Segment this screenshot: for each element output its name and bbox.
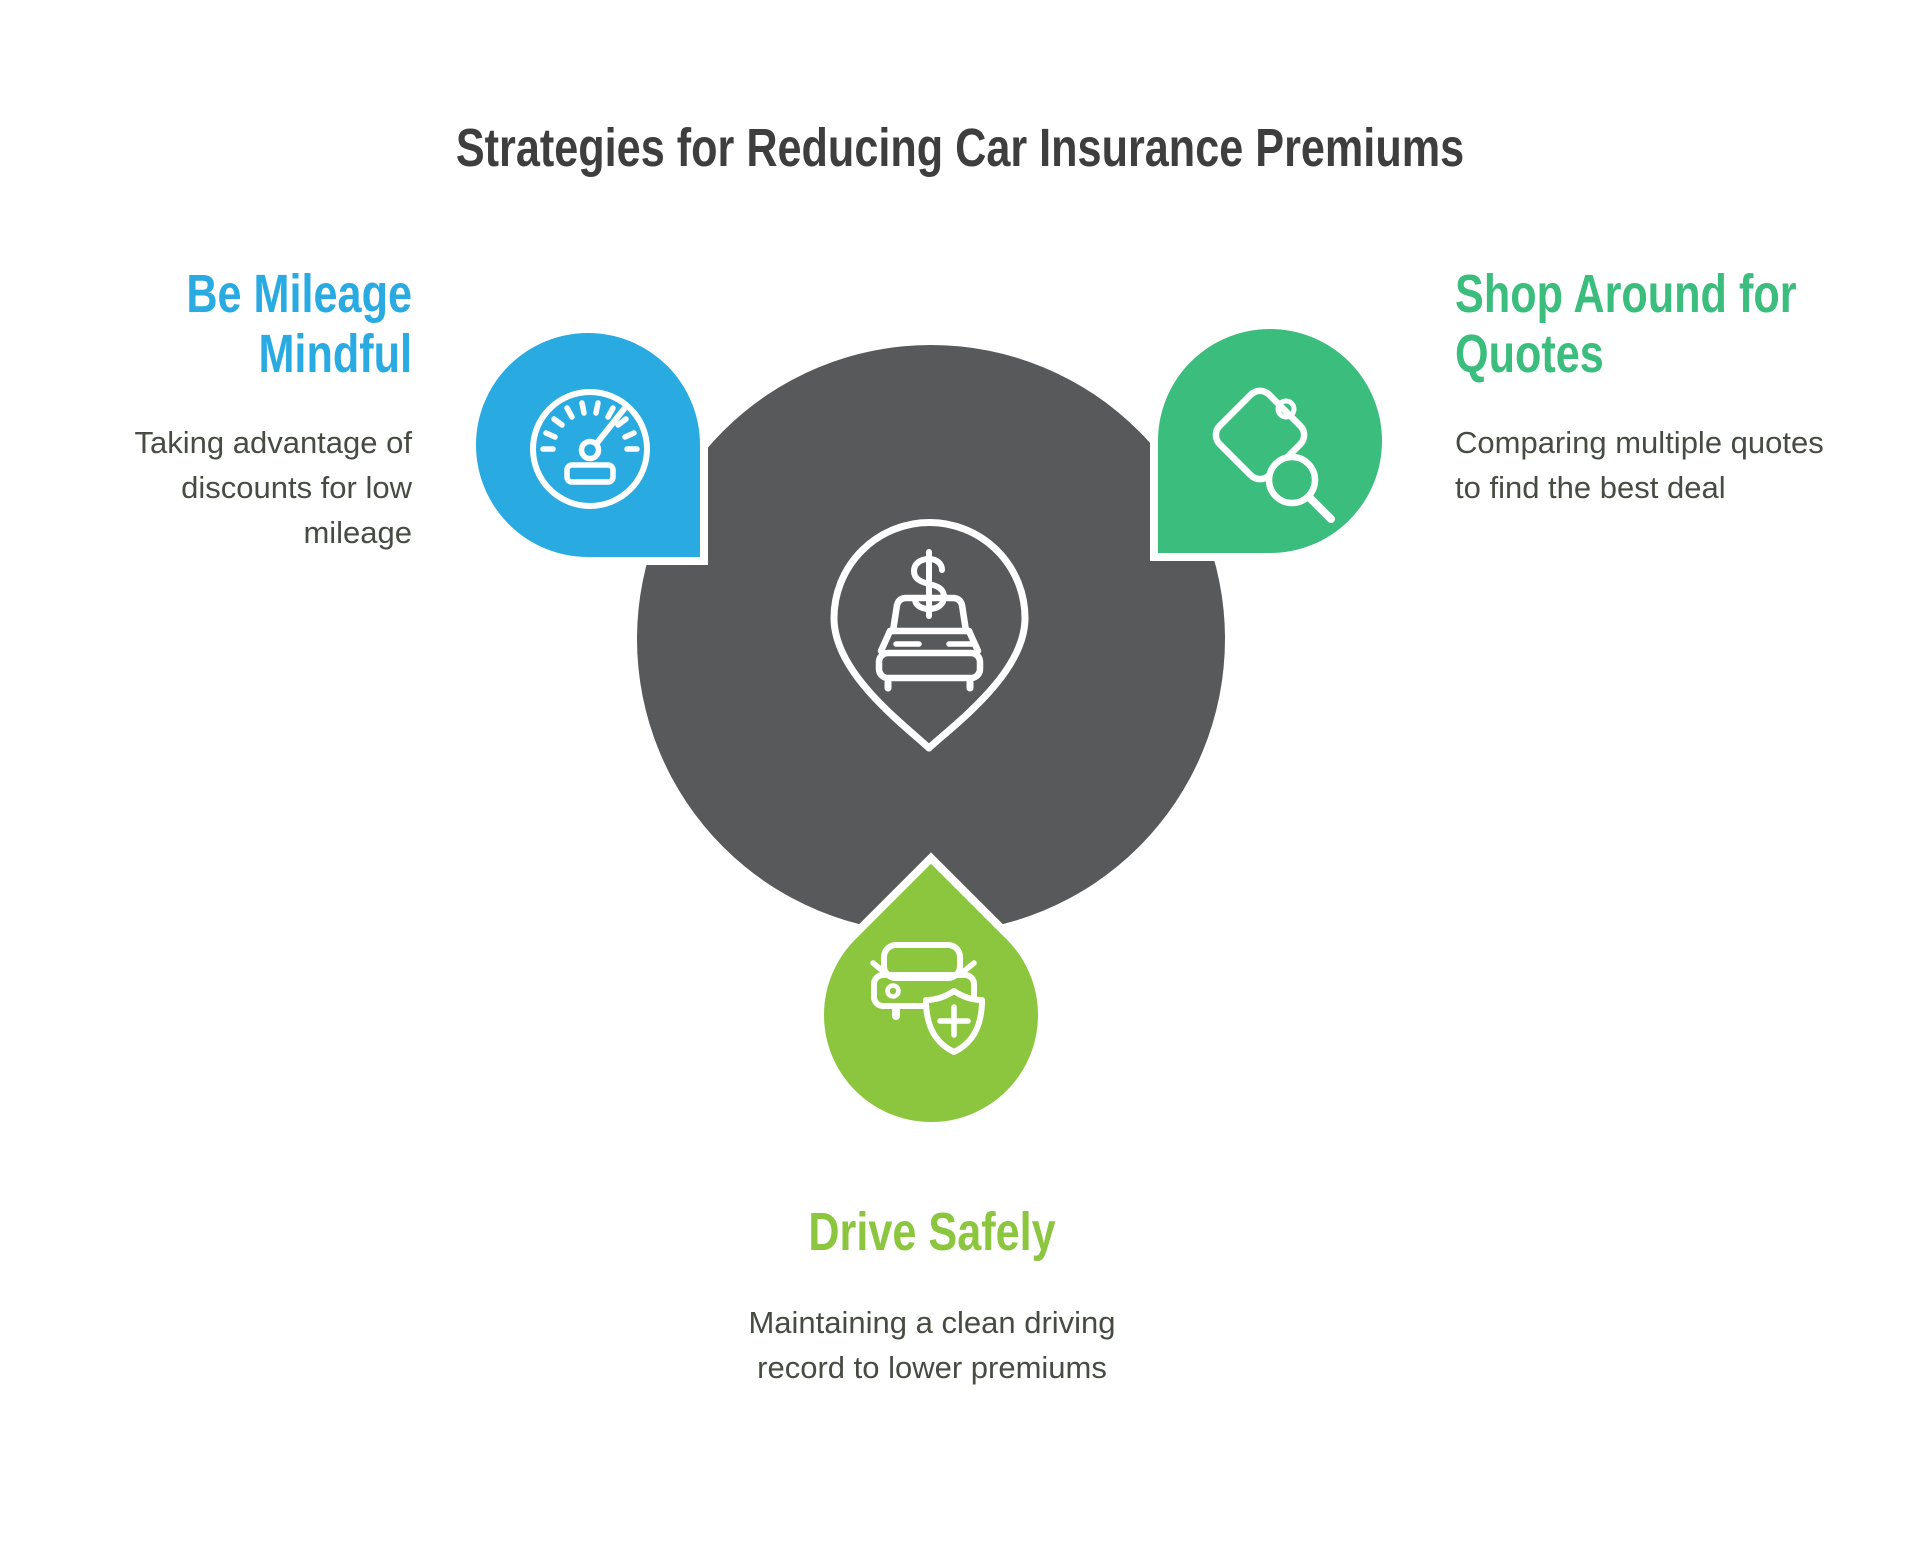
page-title: Strategies for Reducing Car Insurance Pr… bbox=[455, 118, 1465, 178]
shop-callout-bubble bbox=[1150, 321, 1390, 561]
shop-description: Comparing multiple quotes to find the be… bbox=[1455, 425, 1824, 505]
mileage-callout-bubble bbox=[468, 325, 708, 565]
drive-description: Maintaining a clean driving record to lo… bbox=[748, 1305, 1116, 1385]
shop-heading: Shop Around for Quotes bbox=[1455, 264, 1797, 384]
mileage-description: Taking advantage of discounts for low mi… bbox=[134, 425, 413, 550]
mileage-heading: Be Mileage Mindful bbox=[186, 264, 412, 384]
central-gray-circle bbox=[637, 345, 1225, 933]
drive-heading: Drive Safely bbox=[808, 1202, 1056, 1262]
